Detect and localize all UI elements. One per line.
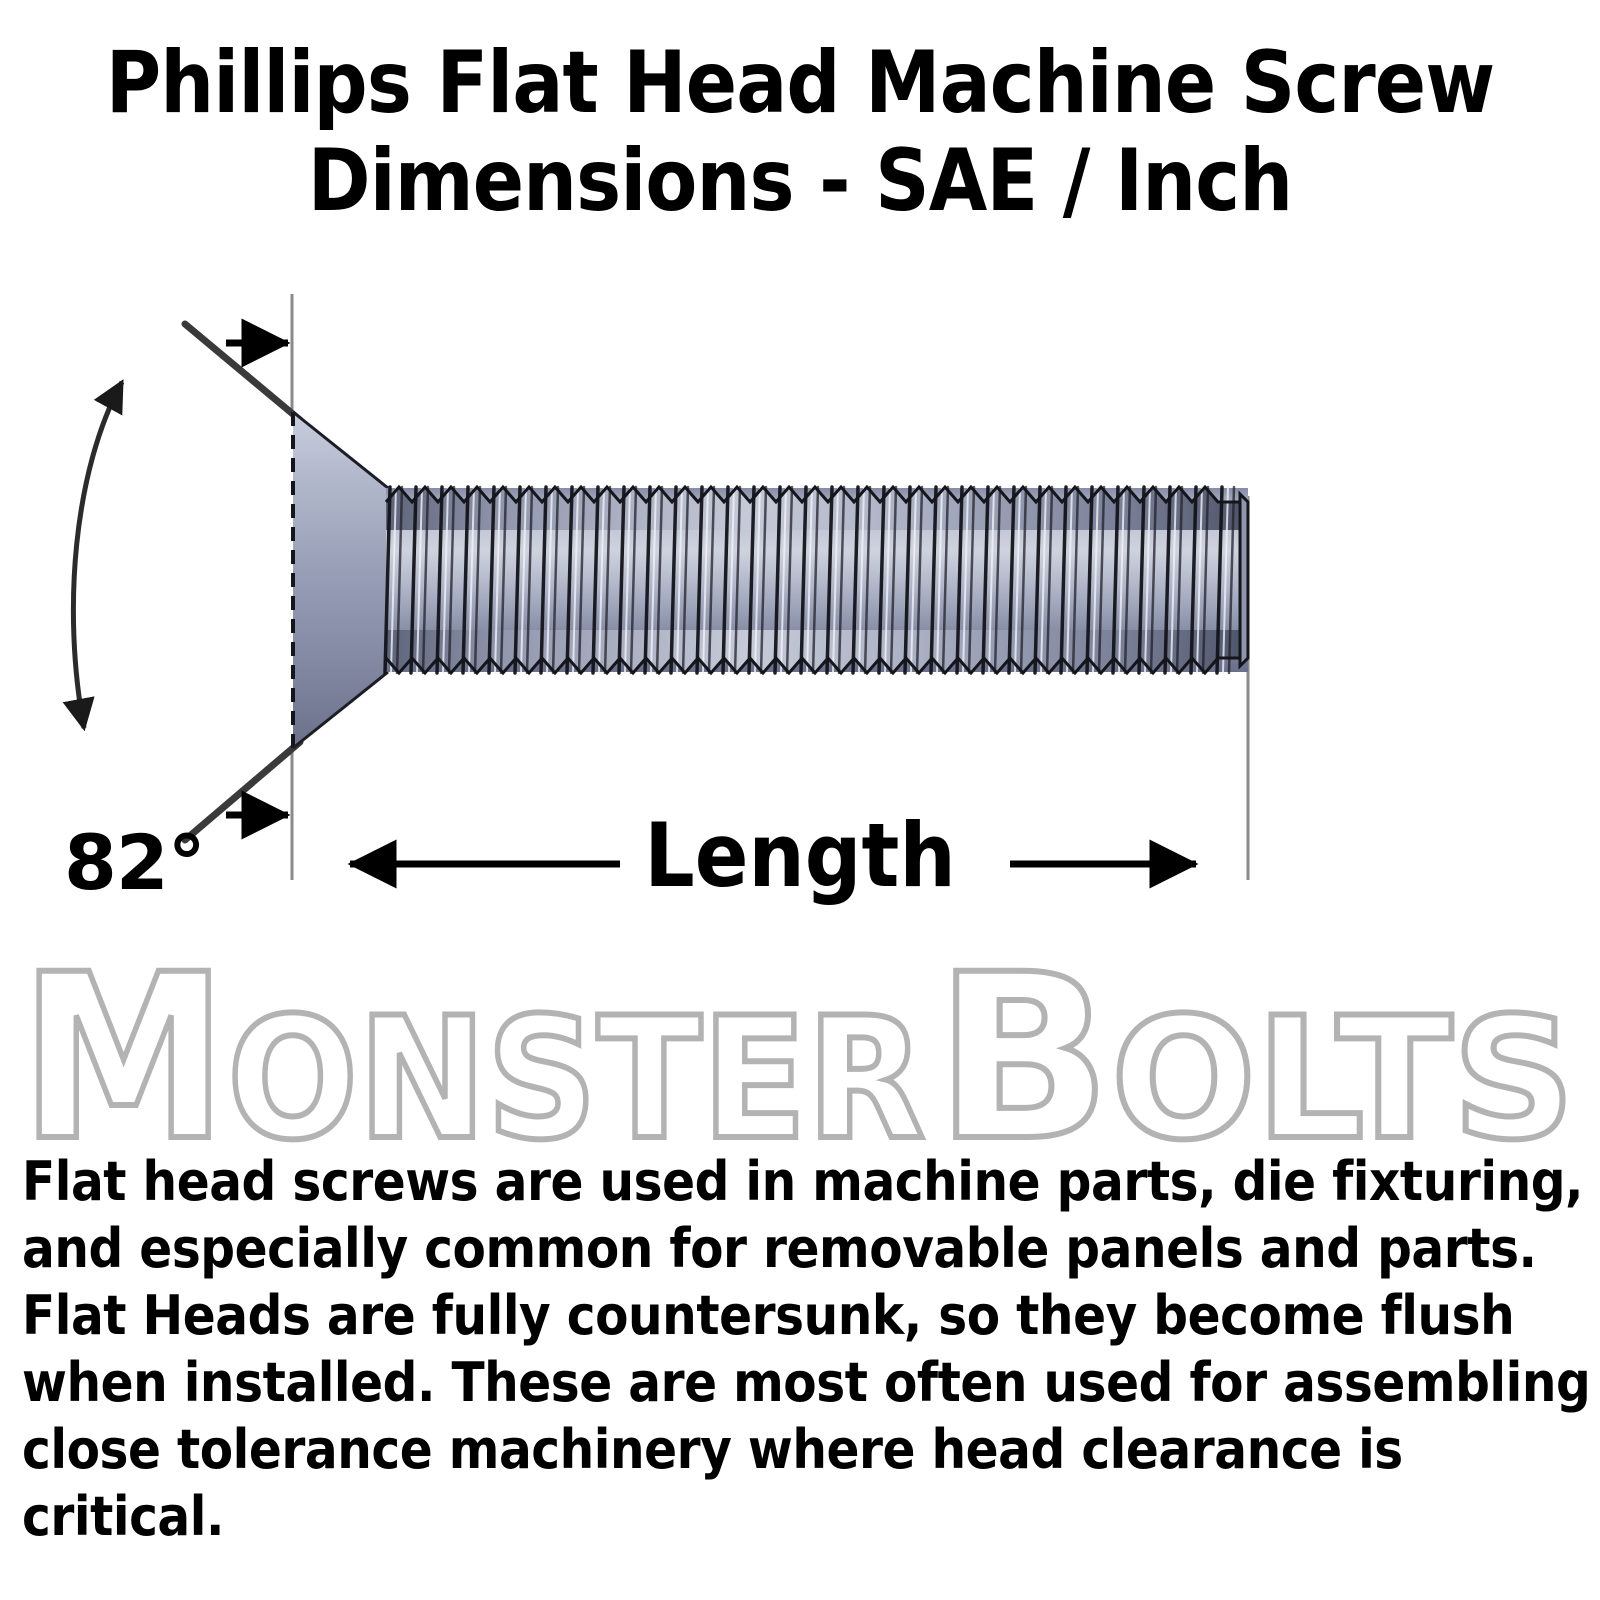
- watermark-word-bolts: BOLTS: [935, 925, 1575, 1170]
- screw-threaded-shank: [383, 484, 1250, 676]
- description-line-4: when installed. These are most often use…: [22, 1351, 1591, 1414]
- description-line-1: Flat head screws are used in machine par…: [22, 1150, 1584, 1213]
- countersink-angle-label: 82°: [64, 818, 206, 907]
- brand-watermark: MONSTER BOLTS: [0, 925, 1600, 1170]
- description-line-3: Flat Heads are fully countersunk, so the…: [22, 1284, 1515, 1347]
- description-line-5: close tolerance machinery where head cle…: [22, 1418, 1403, 1481]
- angle-pointer-arrows: [226, 318, 291, 840]
- description-paragraph: Flat head screws are used in machine par…: [22, 1148, 1591, 1550]
- screw-head: [291, 410, 389, 750]
- angle-extension-lines: [181, 320, 304, 844]
- angle-arc: [62, 379, 125, 732]
- watermark-word-monster: MONSTER: [20, 925, 925, 1170]
- description-line-6: critical.: [22, 1485, 225, 1548]
- page-title: Phillips Flat Head Machine Screw Dimensi…: [0, 34, 1600, 230]
- title-line-2: Dimensions - SAE / Inch: [307, 131, 1293, 231]
- description-line-2: and especially common for removable pane…: [22, 1217, 1537, 1280]
- screw-dimension-diagram: 82°: [0, 280, 1600, 920]
- title-line-1: Phillips Flat Head Machine Screw: [105, 33, 1495, 133]
- length-dimension-text: Length: [629, 804, 971, 907]
- length-dimension-label: Length: [80, 804, 1520, 907]
